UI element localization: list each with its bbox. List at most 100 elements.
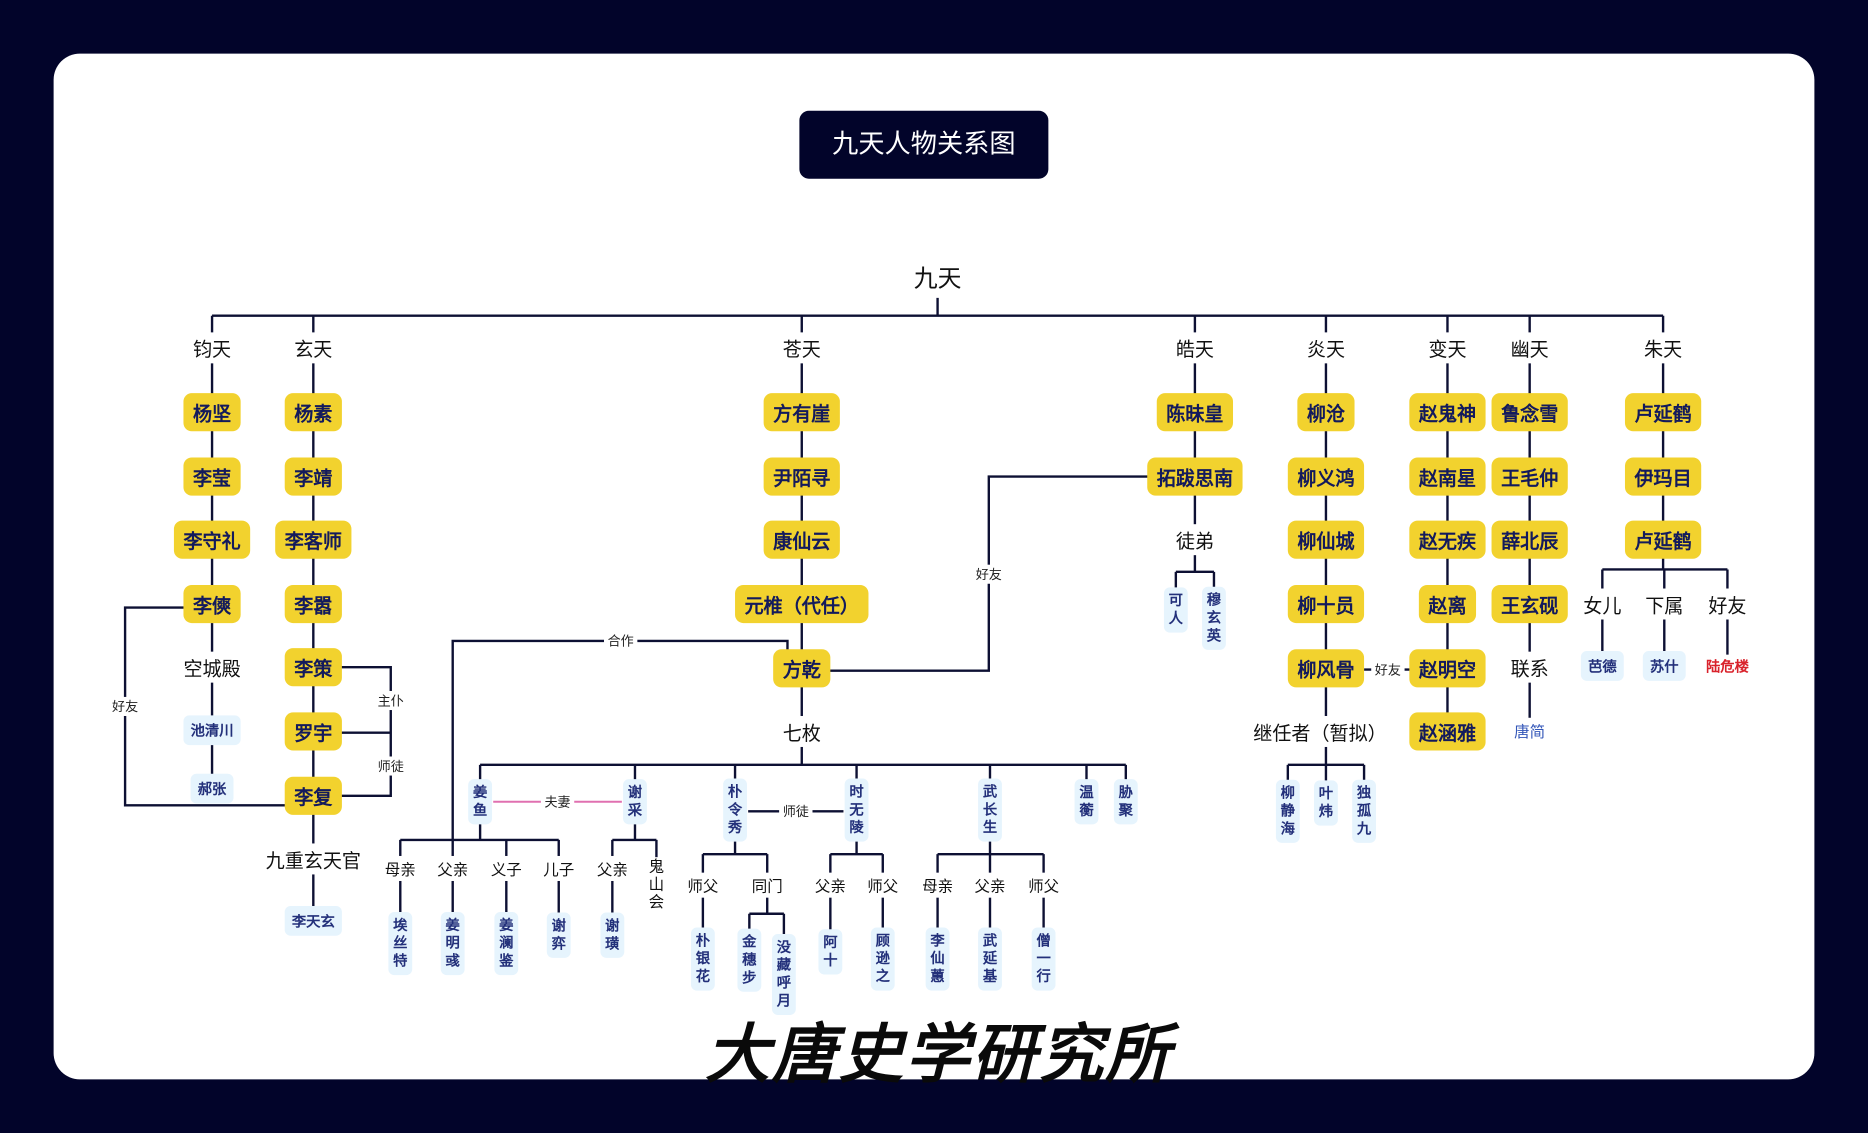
node-liu-xiancheng: 柳仙城 <box>1287 520 1365 559</box>
diagram-card <box>53 53 1815 1080</box>
node-jiang-mother: 母亲 <box>382 855 419 881</box>
node-liu-shiyuan: 柳十员 <box>1287 584 1365 624</box>
node-liu-fenggu: 柳风骨 <box>1287 649 1365 688</box>
node-cang-tian: 苍天 <box>780 332 824 364</box>
node-jun-tian: 钧天 <box>190 332 234 364</box>
node-wu-mother: 母亲 <box>919 872 956 898</box>
node-kongcheng-dian: 空城殿 <box>181 651 244 683</box>
node-ye-wei: 叶炜 <box>1314 780 1338 826</box>
node-zhao-guishen: 赵鬼神 <box>1409 393 1486 432</box>
node-piao-master: 师父 <box>685 872 721 898</box>
node-lianxi: 联系 <box>1508 651 1552 683</box>
node-li-qi: 李嚣 <box>284 584 342 624</box>
node-dugu-jiu: 独孤九 <box>1352 779 1376 843</box>
node-tuoba-sinan: 拓跋思南 <box>1147 457 1243 496</box>
node-root: 九天 <box>911 257 964 295</box>
node-xue-beichen: 薛北辰 <box>1491 520 1568 559</box>
page-title: 九天人物关系图 <box>799 110 1049 179</box>
node-fang-qian: 方乾 <box>773 649 831 688</box>
node-lu-nianxue: 鲁念雪 <box>1491 393 1568 432</box>
node-jiang-son: 儿子 <box>540 855 577 881</box>
node-shi-wuling: 时无陵 <box>844 778 869 842</box>
node-a-shi: 阿十 <box>818 929 843 975</box>
connector <box>210 297 1665 348</box>
node-gu-xunzhi: 顾逊之 <box>870 927 895 991</box>
node-xia-shu: 下属 <box>1642 588 1686 620</box>
node-xie-ju: 胁聚 <box>1113 779 1138 825</box>
node-li-ce: 李策 <box>284 648 342 687</box>
node-yan-tian: 炎天 <box>1304 332 1348 364</box>
node-chen-weihuang: 陈昧皇 <box>1156 393 1234 432</box>
node-jiuchong-xuantian-guan: 九重玄天官 <box>263 843 364 875</box>
node-wen-heng: 温蘅 <box>1074 779 1099 825</box>
node-zhao-hanya: 赵涵雅 <box>1409 712 1486 751</box>
relation-label-master-disciple: 师徒 <box>374 756 408 776</box>
node-wu-father: 父亲 <box>972 872 1008 898</box>
node-kang-xianyun: 康仙云 <box>763 520 840 559</box>
node-hao-you: 好友 <box>1705 588 1749 620</box>
node-zhu-tian: 朱天 <box>1641 332 1685 364</box>
node-xie-cai: 谢采 <box>623 779 647 825</box>
node-qi-mei: 七枚 <box>780 715 824 747</box>
node-luo-yu: 罗宇 <box>284 712 342 751</box>
node-wang-maozhong: 王毛仲 <box>1491 457 1568 496</box>
node-jiang-father: 父亲 <box>434 855 471 881</box>
node-jiang-mingyu: 姜明彧 <box>440 911 465 976</box>
node-moze-huyue: 没藏呼月 <box>771 934 796 1016</box>
node-ke-ren: 可人 <box>1163 587 1188 633</box>
node-xie-yi: 谢弈 <box>546 912 571 958</box>
node-liu-yihong: 柳义鸿 <box>1287 457 1365 496</box>
node-mu-xuanying: 穆玄英 <box>1202 586 1226 650</box>
node-wu-master: 师父 <box>1025 872 1062 898</box>
node-jin-suibu: 金穗步 <box>737 928 762 992</box>
relation-label-friend: 好友 <box>1371 659 1405 680</box>
node-bian-tian: 变天 <box>1426 332 1469 364</box>
node-shi-father: 父亲 <box>812 872 849 898</box>
connector <box>399 810 560 944</box>
node-li-ying: 李莹 <box>183 457 241 496</box>
node-jiang-lanjian: 姜澜鉴 <box>494 911 519 976</box>
node-jiang-yu: 姜鱼 <box>468 779 493 825</box>
node-yi-mamu: 伊玛目 <box>1624 457 1702 496</box>
node-ba-de: 芭德 <box>1580 651 1624 681</box>
node-li-tan: 李傸 <box>183 584 241 624</box>
node-tudi: 徒弟 <box>1173 524 1217 556</box>
node-shi-master: 师父 <box>864 872 901 898</box>
node-zhao-nanxing: 赵南星 <box>1409 457 1486 496</box>
node-wu-changsheng: 武长生 <box>978 778 1002 842</box>
relation-label-cooperation: 合作 <box>604 631 638 651</box>
node-piao-yinhua: 朴银花 <box>690 927 715 991</box>
relation-label-master-servant: 主仆 <box>374 690 408 711</box>
relation-label-friend: 好友 <box>972 564 1006 584</box>
node-wang-xuanyan: 王玄砚 <box>1491 584 1568 624</box>
node-wu-yanji: 武延基 <box>978 927 1002 991</box>
relation-label-spouses: 夫妻 <box>540 792 575 812</box>
node-li-keshi: 李客师 <box>275 520 352 559</box>
node-guishan-hui: 鬼山会 <box>645 857 668 914</box>
node-zhao-mingkong: 赵明空 <box>1409 649 1486 688</box>
relation-label-master-disciple: 师徒 <box>779 801 813 821</box>
relation-label-friend: 好友 <box>108 696 142 716</box>
node-liu-cang: 柳沧 <box>1297 393 1355 432</box>
node-seng-yixing: 僧一行 <box>1031 927 1056 991</box>
node-li-shouli: 李守礼 <box>173 520 251 559</box>
node-su-shi: 苏什 <box>1642 651 1686 681</box>
connector <box>611 810 658 936</box>
node-yang-jian: 杨坚 <box>183 393 241 432</box>
node-you-tian: 幽天 <box>1508 332 1552 364</box>
node-xie-huang: 谢璜 <box>600 912 625 958</box>
node-tang-jian: 唐简 <box>1511 717 1548 743</box>
node-yang-su: 杨素 <box>284 393 342 432</box>
node-jiang-adopted-son: 义子 <box>488 855 525 881</box>
node-piao-fellow: 同门 <box>749 872 786 898</box>
node-li-xianhui: 李仙蕙 <box>925 927 950 991</box>
node-zhao-li: 赵离 <box>1418 584 1477 624</box>
node-chi-qingchuan: 池清川 <box>183 715 241 746</box>
node-yin-mouxun: 尹陌寻 <box>763 457 840 496</box>
node-fang-youya: 方有崖 <box>763 393 840 432</box>
node-li-fu: 李复 <box>284 776 342 815</box>
connector <box>1174 347 1216 620</box>
node-nv-er: 女儿 <box>1580 588 1624 620</box>
node-piao-lingxiu: 朴令秀 <box>723 778 747 842</box>
